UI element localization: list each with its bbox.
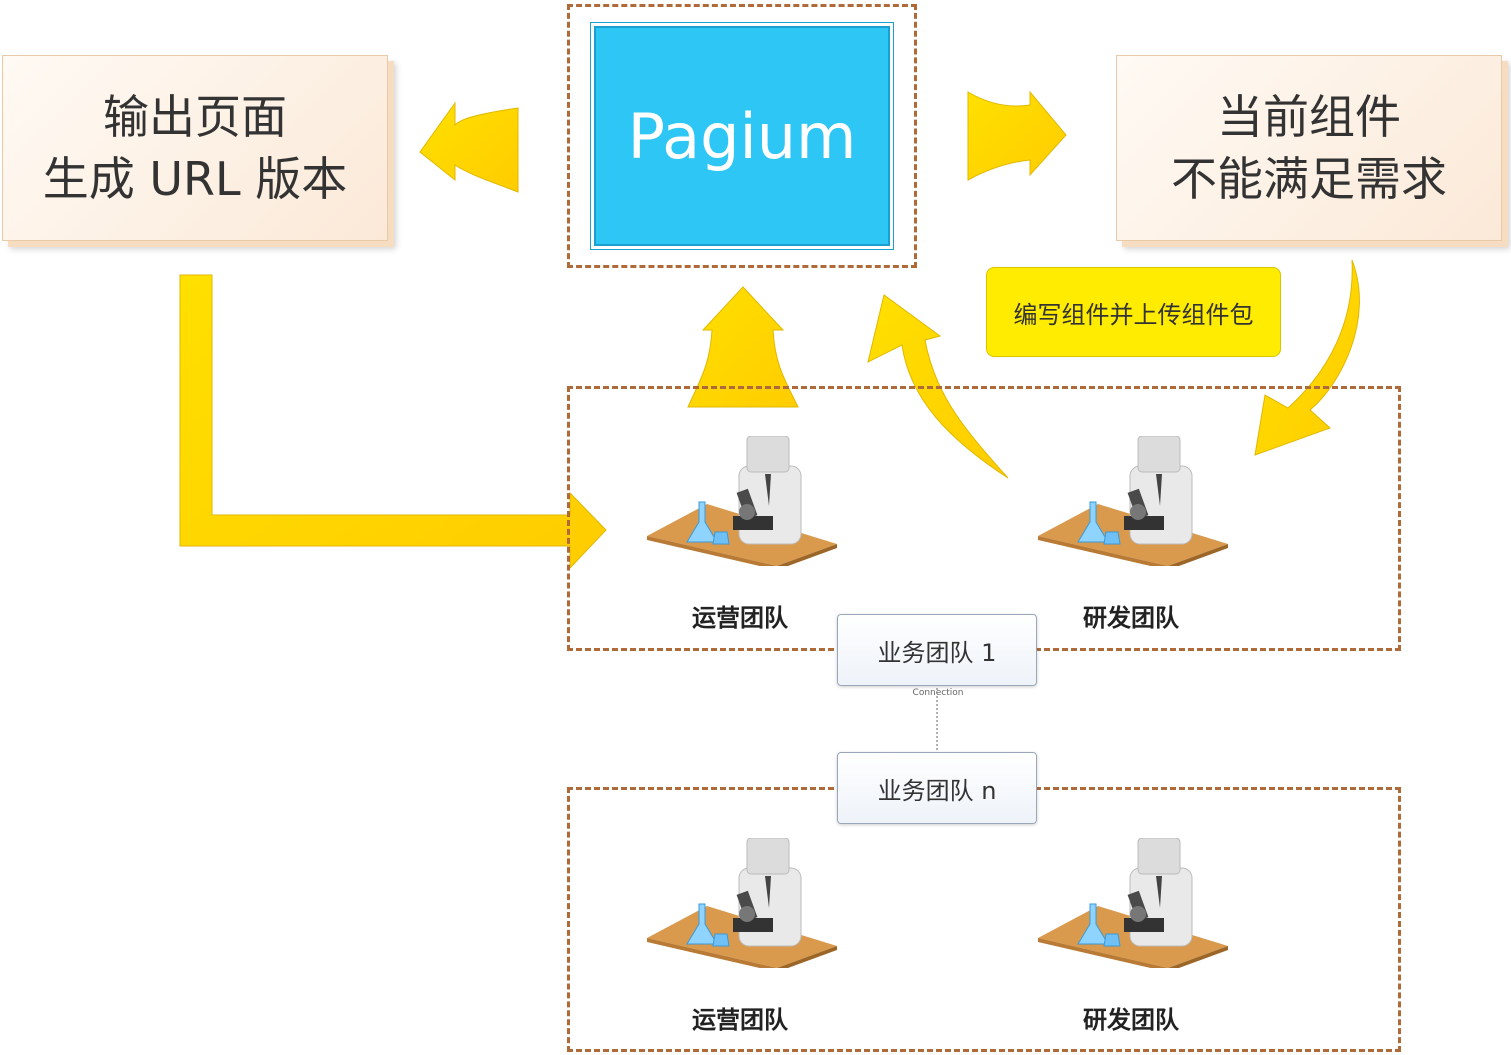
components-line1: 当前组件 [1217, 90, 1401, 144]
scientist-at-desk-icon [1038, 435, 1228, 570]
upload-callout: 编写组件并上传组件包 [986, 267, 1281, 357]
scientist-at-desk-icon [647, 837, 837, 972]
components-node[interactable]: 当前组件 不能满足需求 [1116, 55, 1502, 241]
group1-label: 业务团队 1 [877, 638, 997, 667]
group1-ops-label: 运营团队 [692, 603, 788, 632]
output-line2: 生成 URL 版本 [42, 152, 348, 206]
groupn-ops-team[interactable] [647, 837, 847, 973]
group1-dev-team[interactable] [1038, 435, 1238, 571]
group1-label-box[interactable]: 业务团队 1 [837, 614, 1037, 686]
group1-connector-label: Connection [912, 688, 964, 698]
groupn-dev-team[interactable] [1038, 837, 1238, 973]
group1-dev-label: 研发团队 [1083, 603, 1179, 632]
group1-ops-team[interactable] [647, 435, 847, 571]
components-line2: 不能满足需求 [1171, 152, 1447, 206]
pagium-container [567, 4, 917, 268]
arrow-to-components [967, 90, 1067, 181]
callout-label: 编写组件并上传组件包 [1013, 300, 1254, 329]
pagium-label: Pagium [627, 99, 857, 173]
arrow-components-to-dev [1254, 259, 1360, 456]
scientist-at-desk-icon [647, 435, 837, 570]
groupn-label: 业务团队 n [877, 776, 997, 805]
arrow-to-output [419, 101, 519, 193]
output-node[interactable]: 输出页面 生成 URL 版本 [2, 55, 388, 241]
groupn-dev-label: 研发团队 [1083, 1005, 1179, 1034]
arrow-output-to-ops [179, 274, 607, 570]
scientist-at-desk-icon [1038, 837, 1228, 972]
groupn-ops-label: 运营团队 [692, 1005, 788, 1034]
groupn-label-box[interactable]: 业务团队 n [837, 752, 1037, 824]
output-line1: 输出页面 [103, 90, 287, 144]
pagium-node[interactable]: Pagium [590, 22, 894, 250]
